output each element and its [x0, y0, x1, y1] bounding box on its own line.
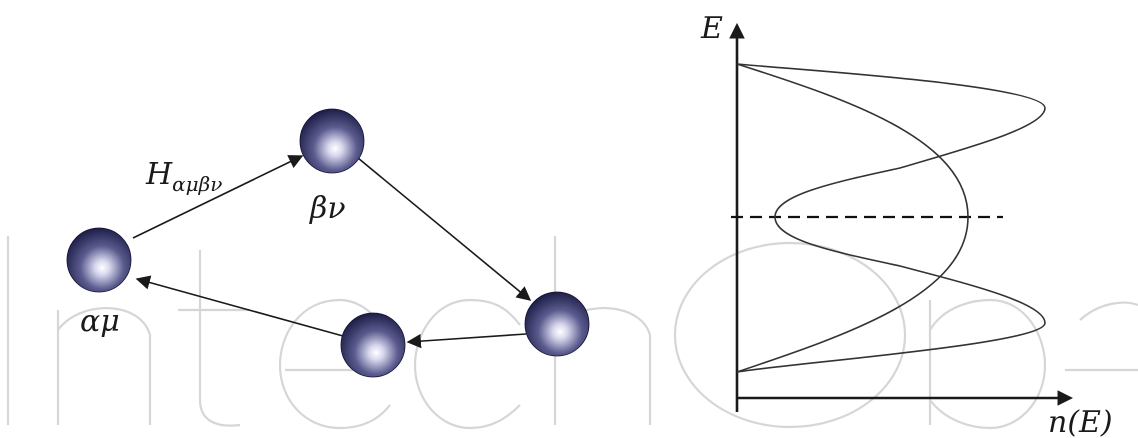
node-bottom	[340, 312, 406, 378]
node-label-beta-nu: βν	[309, 191, 346, 226]
x-axis-label: n(E)	[1048, 405, 1113, 438]
edge-beta-nu-to-right	[357, 157, 532, 301]
hopping-label: Hαμβν	[145, 157, 222, 196]
edge-right-to-bottom	[406, 333, 527, 349]
edge-alpha-mu-to-beta-nu	[132, 155, 304, 239]
node-beta-nu	[299, 108, 365, 174]
node-label-alpha-mu: αμ	[80, 304, 120, 339]
dos-curve-semicircle	[736, 63, 969, 373]
hopping-diagram: Hαμβν βν αμ	[66, 108, 590, 378]
dos-curve-split-bands	[736, 63, 1046, 373]
node-alpha-mu	[66, 227, 132, 293]
node-right	[524, 291, 590, 357]
dos-plot: E n(E)	[700, 11, 1113, 438]
y-axis-label: E	[700, 11, 723, 46]
watermark-logo	[6, 236, 1138, 430]
edge-bottom-to-alpha-mu	[135, 275, 344, 337]
